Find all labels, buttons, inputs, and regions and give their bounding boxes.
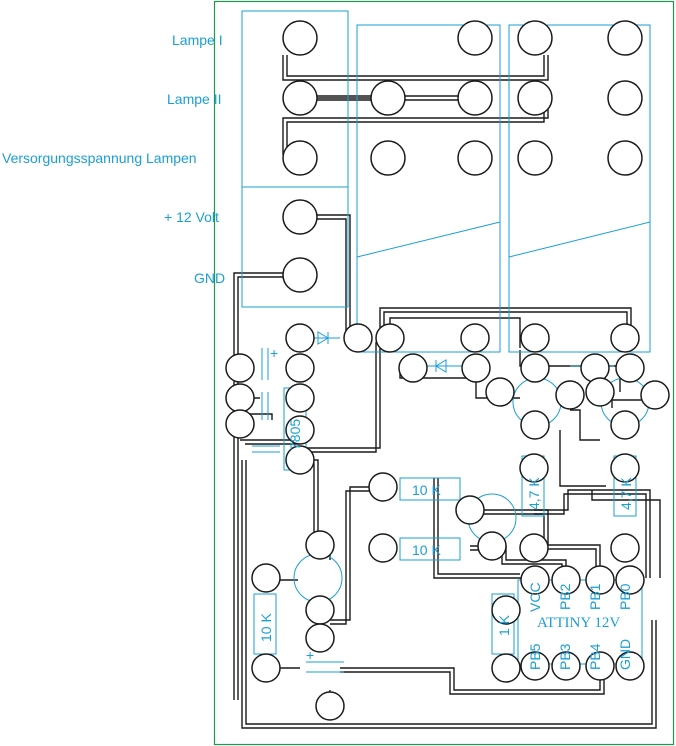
solder-pad xyxy=(457,20,493,56)
solder-pad xyxy=(585,377,615,407)
solder-pad xyxy=(520,651,550,681)
solder-pad xyxy=(398,353,428,383)
solder-pad xyxy=(520,410,550,440)
solder-pad xyxy=(251,563,281,593)
solder-pad xyxy=(225,353,255,383)
pin-pb0: PB0 xyxy=(617,583,633,610)
solder-pad xyxy=(517,80,553,116)
capacitor-2 xyxy=(306,661,344,673)
resistor-10k-2-outline xyxy=(399,537,461,561)
resistor-1k-label: 1 K xyxy=(496,614,512,636)
cap-plus-1: + xyxy=(270,345,278,361)
resistor-10k-3-label: 10 K xyxy=(258,613,274,642)
pin-pb3: PB3 xyxy=(557,643,573,670)
solder-pad xyxy=(375,323,405,353)
solder-pad xyxy=(285,445,315,475)
label-lampe-1: Lampe I xyxy=(172,32,223,48)
solder-pad xyxy=(491,653,521,683)
solder-pad xyxy=(520,565,550,595)
cap-plus-2: + xyxy=(306,647,314,663)
resistor-10k-1-outline xyxy=(399,477,461,501)
solder-pad xyxy=(343,323,373,353)
solder-pad xyxy=(282,140,318,176)
solder-pad xyxy=(615,565,645,595)
solder-pad xyxy=(551,565,581,595)
pin-pb1: PB1 xyxy=(587,583,603,610)
solder-pad xyxy=(305,595,335,625)
solder-pad xyxy=(610,323,640,353)
solder-pad xyxy=(580,353,610,383)
pin-vcc: VCC xyxy=(527,582,543,612)
solder-pad xyxy=(457,140,493,176)
capacitor-1 xyxy=(252,348,280,453)
solder-pad xyxy=(285,353,315,383)
solder-pad xyxy=(370,140,406,176)
solder-pad xyxy=(585,651,615,681)
solder-pad xyxy=(520,353,550,383)
solder-pad xyxy=(477,531,507,561)
solder-pad xyxy=(555,380,585,410)
solder-pad xyxy=(282,257,318,293)
solder-pad xyxy=(285,415,315,445)
solder-pad xyxy=(491,595,521,625)
solder-pad xyxy=(519,453,549,483)
solder-pad xyxy=(640,380,670,410)
solder-pad xyxy=(225,383,255,413)
regulator-label: 7805 xyxy=(287,419,303,450)
solder-pad xyxy=(615,353,645,383)
solder-pad xyxy=(607,80,643,116)
solder-pad xyxy=(520,323,550,353)
relay-1-outline xyxy=(356,24,501,353)
solder-pad xyxy=(457,80,493,116)
solder-pad xyxy=(282,20,318,56)
relay-2-outline xyxy=(508,24,651,353)
solder-pad xyxy=(517,20,553,56)
solder-pad xyxy=(285,323,315,353)
pin-pb5: PB5 xyxy=(527,643,543,670)
solder-pad xyxy=(610,410,640,440)
solder-pad xyxy=(282,80,318,116)
resistor-47k-1-label: 4,7 K xyxy=(526,477,542,510)
solder-pad xyxy=(585,565,615,595)
solder-pad xyxy=(305,623,335,653)
label-12-volt: + 12 Volt xyxy=(164,209,219,225)
solder-pad xyxy=(282,199,318,235)
solder-pad xyxy=(461,353,491,383)
resistor-47k-2-label: 4,7 K xyxy=(618,477,634,510)
label-versorgungsspannung: Versorgungsspannung Lampen xyxy=(2,150,197,166)
silkscreen-text: 7805 10 K 10 K 4,7 K 4,7 K 10 K 1 K ATTI… xyxy=(258,345,634,670)
solder-pad xyxy=(607,20,643,56)
pin-pb4: PB4 xyxy=(587,643,603,670)
solder-pad xyxy=(485,377,515,407)
solder-pad xyxy=(225,409,255,439)
pads xyxy=(225,20,670,721)
solder-pad xyxy=(251,653,281,683)
solder-pad xyxy=(285,383,315,413)
label-lampe-2: Lampe II xyxy=(167,91,222,107)
pin-gnd: GND xyxy=(617,639,633,670)
transistor-4-outline xyxy=(293,553,343,603)
solder-pad xyxy=(610,533,640,563)
resistor-10k-1-label: 10 K xyxy=(412,482,441,498)
pin-pb2: PB2 xyxy=(557,583,573,610)
relay-block-outline xyxy=(241,10,349,308)
solder-pad xyxy=(370,80,406,116)
solder-pad xyxy=(460,323,490,353)
solder-pad xyxy=(368,533,398,563)
solder-pad xyxy=(610,453,640,483)
board-outline xyxy=(213,0,675,746)
label-gnd: GND xyxy=(194,270,226,286)
solder-pad xyxy=(551,651,581,681)
solder-pad xyxy=(305,530,335,560)
mcu-label: ATTINY 12V xyxy=(537,615,620,631)
solder-pad xyxy=(615,651,645,681)
solder-pad xyxy=(455,495,485,525)
solder-pad xyxy=(315,691,345,721)
resistor-10k-2-label: 10 K xyxy=(412,542,441,558)
solder-pad xyxy=(368,472,398,502)
solder-pad xyxy=(519,533,549,563)
solder-pad xyxy=(607,140,643,176)
solder-pad xyxy=(517,140,553,176)
